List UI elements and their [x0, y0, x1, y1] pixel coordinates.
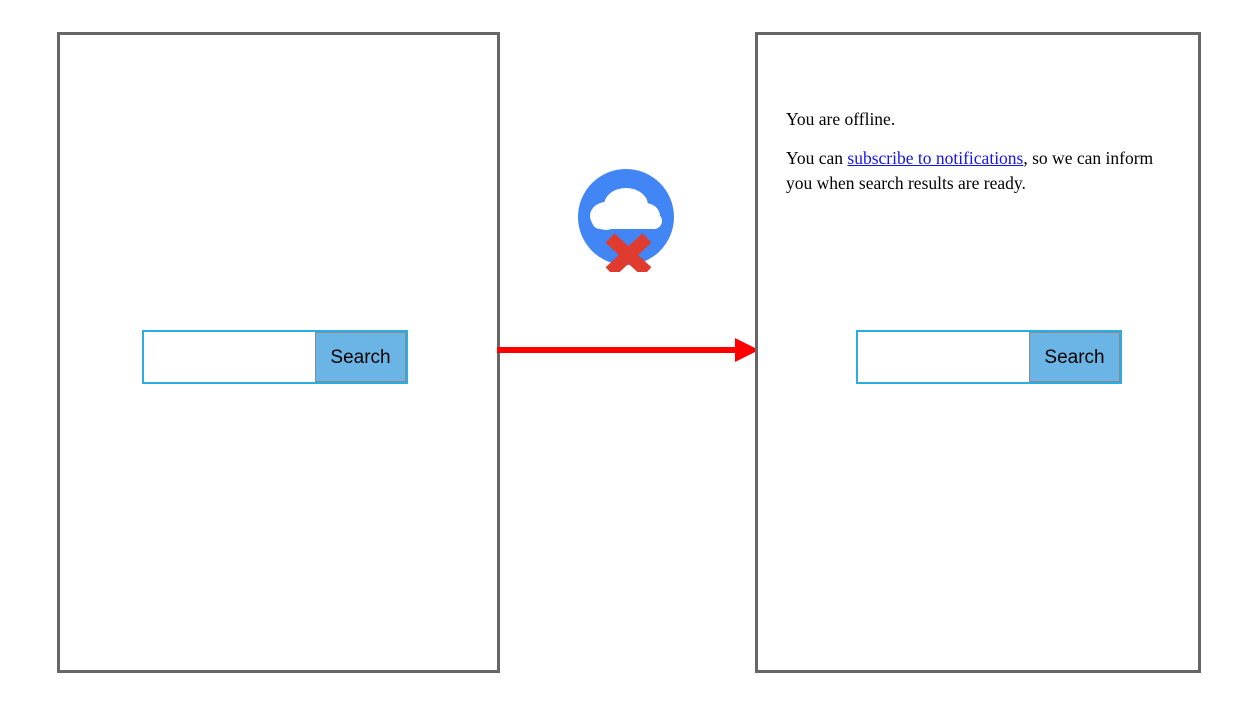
subscribe-to-notifications-link[interactable]: subscribe to notifications — [847, 147, 1024, 168]
subscribe-suffix-text: , so we can inform you when search resul… — [786, 147, 1154, 193]
search-widget-after[interactable]: Search — [856, 330, 1122, 384]
arrow-head — [735, 338, 759, 362]
search-widget-before[interactable]: Search — [142, 330, 408, 384]
flow-arrow — [497, 330, 759, 370]
offline-icon-cloud — [590, 188, 662, 230]
panel-before-online: Search — [57, 32, 500, 673]
search-button-before[interactable]: Search — [315, 332, 406, 382]
offline-subscribe-line: You can subscribe to notifications, so w… — [786, 146, 1182, 196]
offline-icon-cross — [605, 233, 652, 277]
subscribe-prefix-text: You can — [786, 147, 848, 168]
search-button-after[interactable]: Search — [1029, 332, 1120, 382]
offline-status-line: You are offline. — [786, 109, 896, 129]
cloud-offline-icon — [575, 168, 679, 277]
search-input-after[interactable] — [858, 332, 1029, 382]
panel-after-offline: You are offline. You can subscribe to no… — [755, 32, 1201, 673]
offline-message-block: You are offline. You can subscribe to no… — [786, 107, 1182, 196]
search-input-before[interactable] — [144, 332, 315, 382]
